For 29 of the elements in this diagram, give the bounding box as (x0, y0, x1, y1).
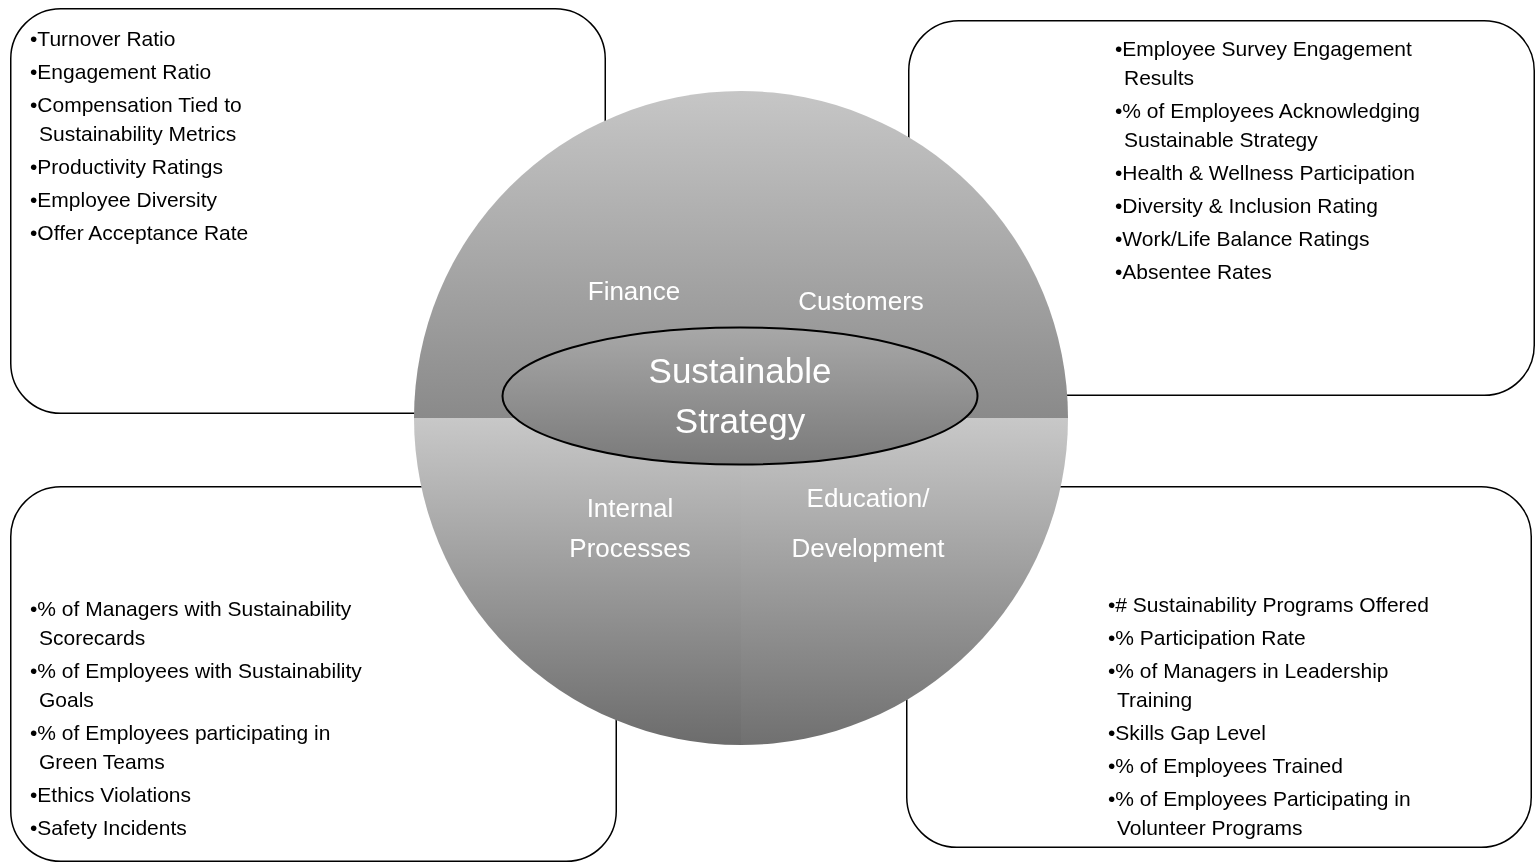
bullet-item: •% of Employees Trained (1108, 753, 1344, 779)
bullet-item: •% of Managers in Leadership Training (1108, 658, 1390, 713)
bullet-item: •Engagement Ratio (30, 59, 213, 85)
bullet-item: •Safety Incidents (30, 815, 188, 841)
bullet-item: •% Participation Rate (1108, 625, 1307, 651)
bullet-item: •Turnover Ratio (30, 26, 177, 52)
bullet-item: •Employee Survey Engagement Results (1115, 36, 1413, 91)
segment-label: Finance (586, 281, 682, 301)
bullet-item: •Skills Gap Level (1108, 720, 1267, 746)
bullet-item: •% of Employees Participating in Volunteer Programs (1108, 786, 1412, 841)
segment-label: Customers (797, 291, 925, 311)
bullet-item: •Productivity Ratings (30, 154, 224, 180)
bullet-item: •Absentee Rates (1115, 259, 1273, 285)
bullet-item: •Diversity & Inclusion Rating (1115, 193, 1379, 219)
bullet-item: •Health & Wellness Participation (1115, 160, 1416, 186)
bullet-item: •# Sustainability Programs Offered (1108, 592, 1430, 618)
bullet-item: •% of Employees Acknowledging Sustainable Strategy (1115, 98, 1422, 153)
center-label: Sustainable Strategy (647, 350, 833, 442)
bullet-item: •% of Managers with Sustainability Scorecards (30, 596, 353, 651)
bullet-item: •Compensation Tied to Sustainability Metrics (30, 92, 243, 147)
bullet-item: •% of Employees with Sustainability Goals (30, 658, 363, 713)
segment-label: Internal Processes (568, 492, 692, 565)
segment-label: Education/ Development (790, 482, 946, 565)
bullet-item: •Work/Life Balance Ratings (1115, 226, 1371, 252)
center-ellipse (501, 326, 979, 466)
bullet-item: •Employee Diversity (30, 187, 219, 213)
bullet-item: •Offer Acceptance Rate (30, 220, 250, 246)
bullet-item: •% of Employees participating in Green Teams (30, 720, 332, 775)
bullet-item: •Ethics Violations (30, 782, 193, 808)
